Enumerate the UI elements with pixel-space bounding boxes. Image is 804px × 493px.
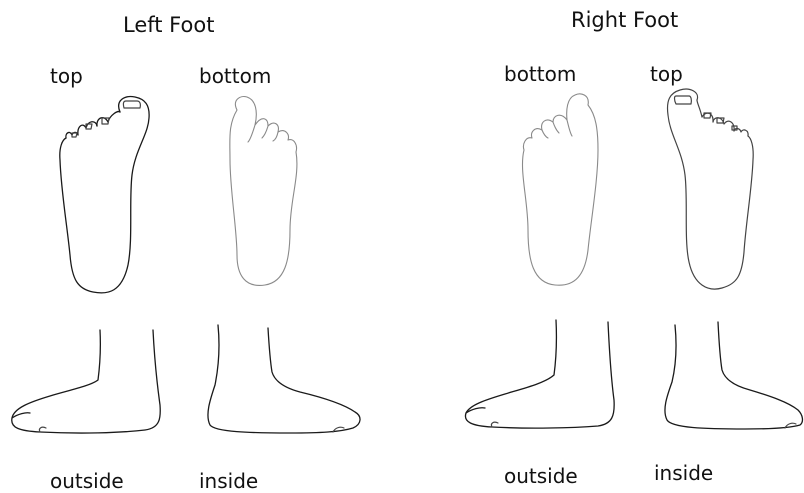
right-foot-bottom-view xyxy=(522,94,598,285)
left-foot-bottom-view xyxy=(230,97,297,286)
left-foot-top-view xyxy=(60,97,149,293)
left-foot-inside-view xyxy=(208,325,360,433)
right-foot-outside-view xyxy=(465,320,614,428)
right-foot-top-view xyxy=(668,89,754,289)
left-foot-outside-view xyxy=(12,330,161,433)
right-foot-inside-view xyxy=(665,322,803,429)
